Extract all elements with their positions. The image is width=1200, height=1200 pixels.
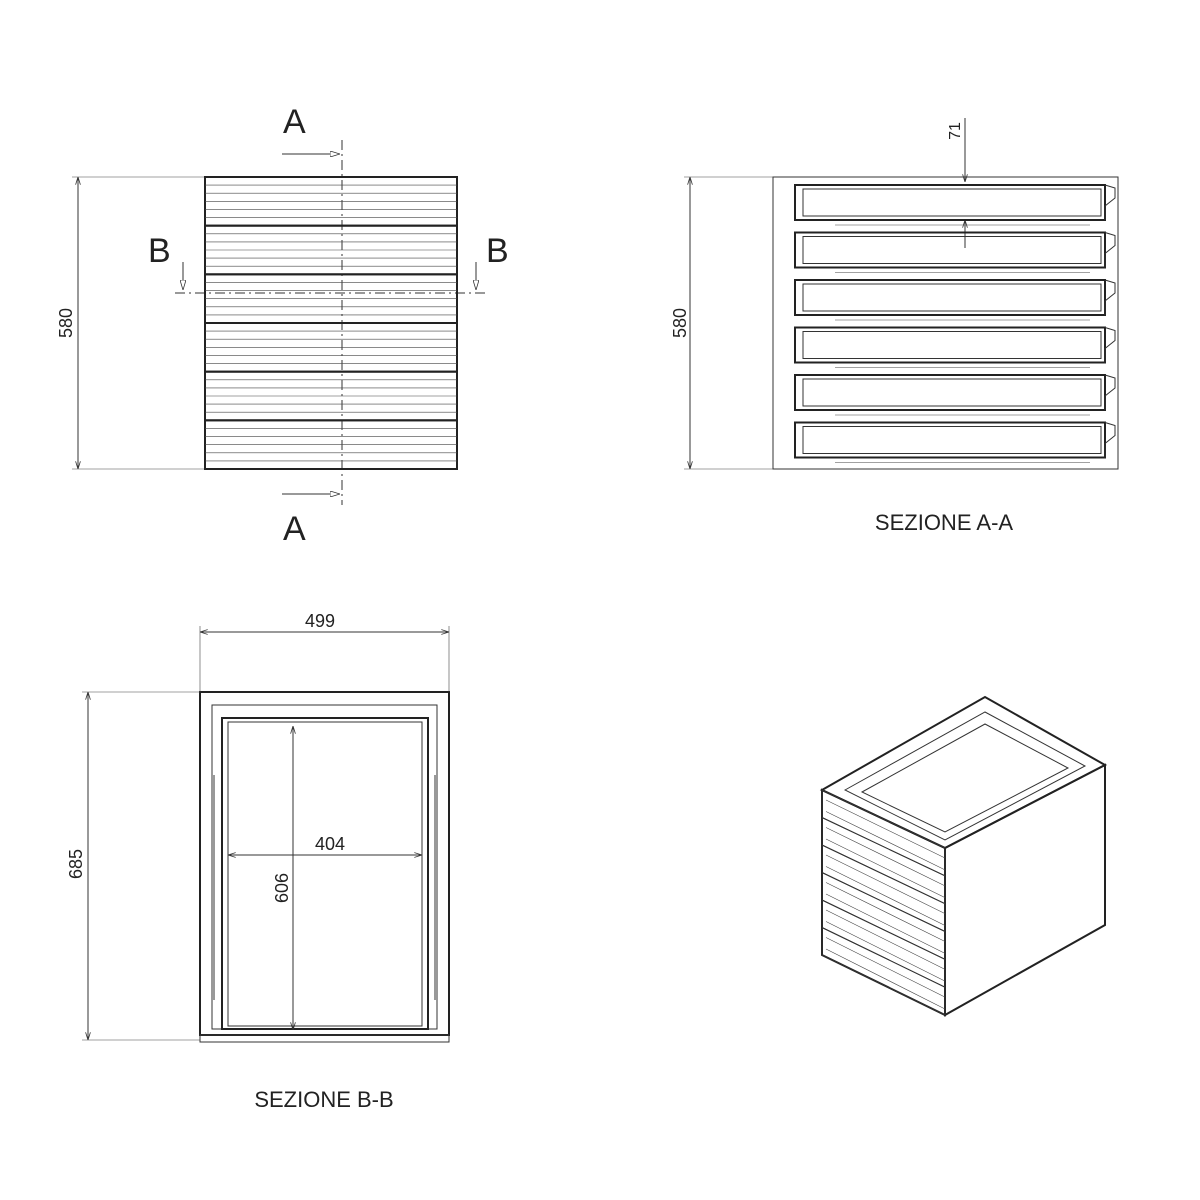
drawer-handle: [1104, 184, 1116, 220]
cabinet-section-outline: [772, 176, 1119, 470]
side-face: [944, 763, 1106, 1017]
drawer-inner: [221, 717, 429, 1030]
front-view: A A B B 580: [56, 103, 509, 548]
cabinet-outer: [199, 691, 450, 1036]
section-bb-view: 499 685 404 606 SEZIONE B-B: [66, 611, 450, 1112]
section-b-label-left: B: [148, 232, 171, 270]
height-dimension-label: 580: [670, 308, 690, 338]
inner-depth-label: 606: [272, 873, 292, 903]
section-aa-view: 580 71 SEZIONE A-A: [670, 118, 1119, 535]
isometric-view: [819, 695, 1108, 1017]
section-b-label-right: B: [486, 232, 509, 270]
top-face: [819, 695, 1108, 850]
drawer-handle: [1104, 279, 1116, 315]
height-dimension-label: 580: [56, 308, 76, 338]
drawer-handle: [1104, 327, 1116, 363]
drawer-front: [821, 871, 946, 961]
section-bb-title: SEZIONE B-B: [254, 1087, 393, 1112]
drawer-front: [821, 926, 946, 1016]
drawer-section: [794, 184, 1106, 221]
drawer-front: [821, 899, 946, 988]
drawer-section: [794, 421, 1106, 459]
drawer-handle: [1104, 422, 1116, 458]
width-dimension-label: 499: [305, 611, 335, 631]
drawer-handle: [1104, 232, 1116, 268]
section-a-label-top: A: [283, 103, 306, 141]
section-a-label-bottom: A: [283, 510, 306, 548]
height-dimension-label: 685: [66, 849, 86, 879]
drawer-section: [794, 279, 1106, 316]
drawer-handle: [1104, 374, 1116, 410]
inner-width-label: 404: [315, 834, 345, 854]
drawer-section: [794, 231, 1106, 269]
drawer-section: [794, 326, 1106, 364]
top-gap-label: 71: [947, 122, 964, 140]
section-aa-title: SEZIONE A-A: [875, 510, 1013, 535]
drawer-section: [794, 374, 1106, 411]
